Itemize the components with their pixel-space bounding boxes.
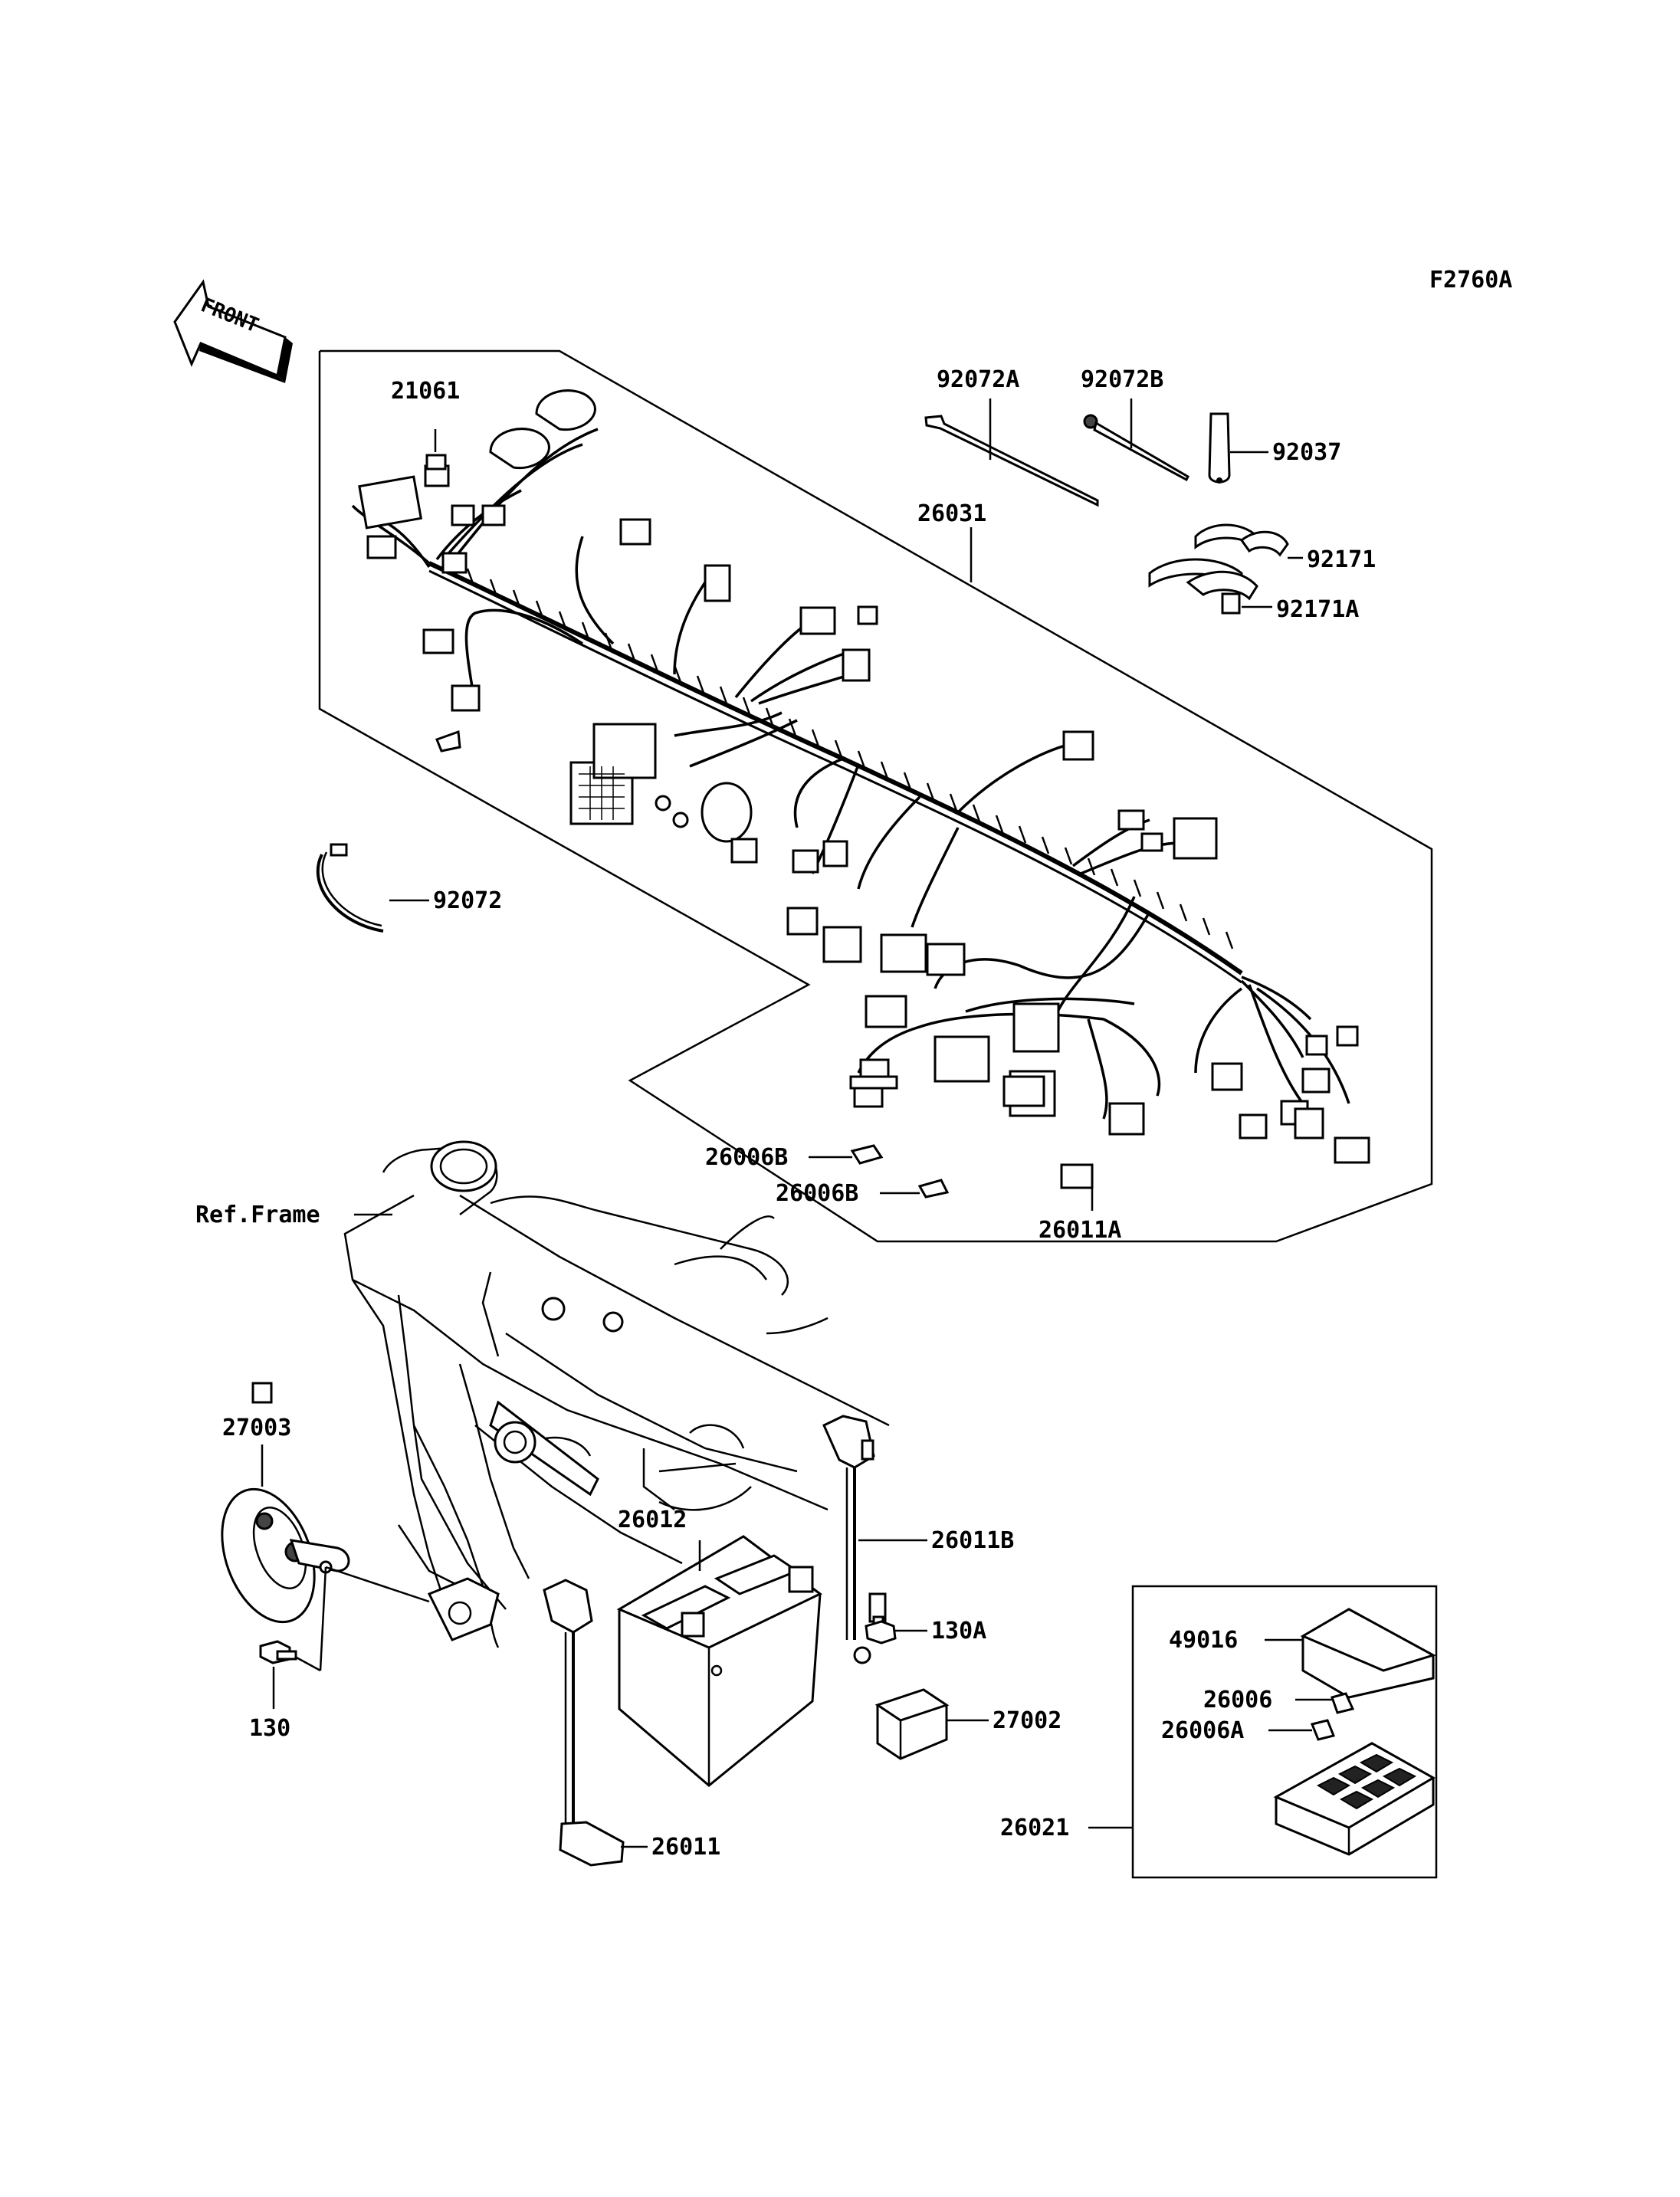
label-27003: 27003 bbox=[222, 1415, 291, 1441]
label-92037: 92037 bbox=[1272, 439, 1341, 466]
label-92072b: 92072B bbox=[1081, 366, 1163, 393]
label-ref-frame: Ref.Frame bbox=[195, 1202, 320, 1228]
label-26021: 26021 bbox=[1000, 1815, 1069, 1841]
label-26031: 26031 bbox=[917, 500, 986, 527]
part-130-bolt-shape bbox=[259, 1640, 297, 1664]
part-92072-shape bbox=[316, 843, 384, 933]
part-27002-relay-shape bbox=[874, 1688, 950, 1760]
part-26021-fuse-box-shape bbox=[1273, 1742, 1436, 1856]
fuse-box-group-outline bbox=[1131, 1585, 1438, 1879]
label-92072: 92072 bbox=[433, 887, 502, 914]
figure-code: F2760A bbox=[1429, 267, 1512, 293]
part-26011a-shape bbox=[1060, 1163, 1094, 1189]
label-26011b: 26011B bbox=[931, 1527, 1014, 1554]
front-arrow-icon: FRONT bbox=[173, 279, 293, 383]
part-26011-cable-shape bbox=[543, 1579, 625, 1867]
part-92171-shape bbox=[1194, 523, 1289, 557]
label-21061: 21061 bbox=[391, 378, 460, 405]
part-92171a-shape bbox=[1148, 558, 1258, 615]
label-26006b-1: 26006B bbox=[705, 1144, 788, 1171]
harness-connectors bbox=[358, 389, 1370, 1164]
label-27002: 27002 bbox=[993, 1707, 1061, 1734]
part-21061-shape bbox=[425, 454, 447, 471]
part-27003-horn-shape bbox=[221, 1487, 350, 1624]
label-26011: 26011 bbox=[651, 1834, 720, 1861]
label-130: 130 bbox=[249, 1715, 290, 1742]
part-130a-bolt-shape bbox=[865, 1620, 897, 1644]
part-26006a-fuse-shape bbox=[1310, 1719, 1336, 1741]
label-92072a: 92072A bbox=[937, 366, 1019, 393]
label-49016: 49016 bbox=[1169, 1627, 1238, 1654]
part-92072a-shape bbox=[924, 415, 1099, 507]
label-26012: 26012 bbox=[618, 1507, 687, 1533]
part-26012-battery-shape bbox=[616, 1535, 822, 1787]
label-92171: 92171 bbox=[1307, 546, 1376, 573]
part-26006-fuse-shape bbox=[1331, 1692, 1355, 1714]
reference-frame bbox=[251, 1140, 890, 1648]
label-26006a: 26006A bbox=[1161, 1717, 1244, 1744]
label-26006: 26006 bbox=[1203, 1687, 1272, 1713]
part-26006b-1-shape bbox=[850, 1144, 884, 1165]
label-26011a: 26011A bbox=[1039, 1217, 1121, 1244]
part-92037-shape bbox=[1208, 412, 1231, 484]
label-130a: 130A bbox=[931, 1618, 986, 1644]
part-49016-cover-shape bbox=[1300, 1608, 1436, 1699]
harness-group-outline bbox=[318, 349, 1433, 1243]
part-26006b-2-shape bbox=[917, 1179, 950, 1199]
label-92171a: 92171A bbox=[1276, 596, 1359, 623]
label-26006b-2: 26006B bbox=[776, 1180, 858, 1207]
part-92072b-shape bbox=[1083, 414, 1189, 482]
